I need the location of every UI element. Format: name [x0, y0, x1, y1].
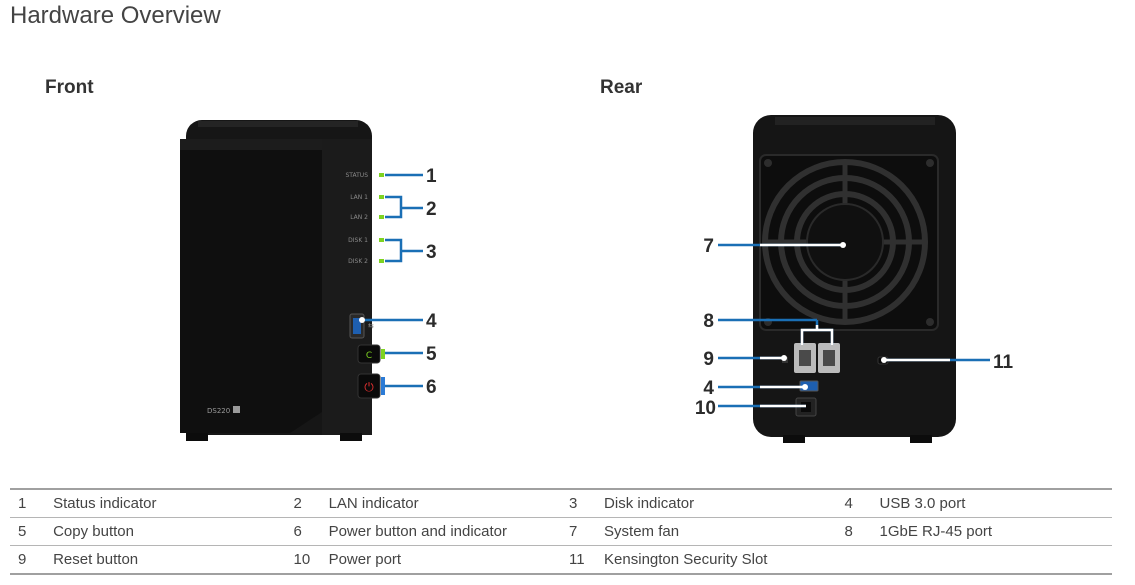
copy-icon: C	[366, 351, 372, 361]
disk2-led	[379, 259, 384, 263]
power-led	[381, 377, 385, 395]
legend-num: 6	[285, 517, 329, 546]
callout-11: 11	[993, 352, 1014, 373]
disk1-led	[379, 238, 384, 242]
callout-3: 3	[426, 242, 437, 263]
fan-hub	[806, 203, 884, 281]
power-button	[357, 373, 381, 399]
callout-7: 7	[703, 236, 714, 257]
lan1-led	[379, 195, 384, 199]
front-callout-lines	[362, 173, 423, 388]
legend-label: Kensington Security Slot	[604, 545, 837, 575]
legend-num: 5	[10, 517, 54, 546]
legend-num: 3	[560, 488, 605, 518]
legend-num: 10	[285, 545, 329, 575]
disk1-led-label: DISK 1	[348, 237, 368, 244]
callout-9: 9	[703, 349, 714, 370]
copy-led	[381, 349, 385, 359]
front-view-title: Front	[45, 77, 94, 98]
legend-label: Copy button	[53, 517, 286, 546]
rear-callout-highlights	[760, 243, 950, 408]
callout-1: 1	[426, 166, 437, 187]
callout-10: 10	[695, 398, 716, 419]
legend-row: 1 Status indicator 2 LAN indicator 3 Dis…	[10, 488, 1112, 518]
legend-row: 9 Reset button 10 Power port 11 Kensingt…	[10, 545, 1112, 575]
legend-num: 9	[10, 545, 54, 575]
legend-label: USB 3.0 port	[879, 488, 1112, 518]
legend-label: Power port	[328, 545, 561, 575]
model-label: DS220	[207, 407, 230, 415]
legend-label: Reset button	[53, 545, 286, 575]
legend-num: 2	[285, 488, 329, 518]
callout-5: 5	[426, 344, 437, 365]
disk2-led-label: DISK 2	[348, 258, 368, 265]
legend-num: 7	[560, 517, 605, 546]
legend-num	[836, 545, 880, 575]
callout-4-rear: 4	[703, 378, 714, 399]
legend-label: Power button and indicator	[328, 517, 561, 546]
legend-row: 5 Copy button 6 Power button and indicat…	[10, 517, 1112, 546]
copy-button	[357, 344, 381, 364]
legend-num: 4	[836, 488, 880, 518]
front-device: DS220 STATUS LAN 1 LAN 2 DISK 1 DISK 2 ⇆…	[180, 120, 385, 441]
page-title: Hardware Overview	[10, 2, 221, 29]
status-led-label: STATUS	[345, 172, 368, 179]
legend-label: Disk indicator	[604, 488, 837, 518]
legend-label: System fan	[604, 517, 837, 546]
status-led	[379, 173, 384, 177]
legend-num: 1	[10, 488, 54, 518]
front-panel	[180, 139, 322, 433]
legend-table: 1 Status indicator 2 LAN indicator 3 Dis…	[10, 488, 1112, 575]
callout-8: 8	[703, 311, 714, 332]
callout-6: 6	[426, 377, 437, 398]
lan2-led-label: LAN 2	[350, 214, 368, 221]
callout-4-front: 4	[426, 311, 437, 332]
legend-label: 1GbE RJ-45 port	[879, 517, 1112, 546]
legend-label: Status indicator	[53, 488, 286, 518]
rear-view-title: Rear	[600, 77, 643, 98]
model-badge	[233, 406, 240, 413]
usb-icon: ⇆	[368, 322, 374, 330]
lan2-led	[379, 215, 384, 219]
hardware-diagram: DS220 STATUS LAN 1 LAN 2 DISK 1 DISK 2 ⇆…	[180, 115, 1014, 443]
legend-label: LAN indicator	[328, 488, 561, 518]
power-icon: ⏻	[364, 380, 374, 394]
usb-callout-dot	[359, 317, 365, 323]
legend-num: 8	[836, 517, 880, 546]
legend-label	[879, 545, 1112, 575]
lan1-led-label: LAN 1	[350, 194, 368, 201]
rear-device	[753, 115, 956, 443]
legend-num: 11	[560, 545, 605, 575]
callout-2: 2	[426, 199, 437, 220]
